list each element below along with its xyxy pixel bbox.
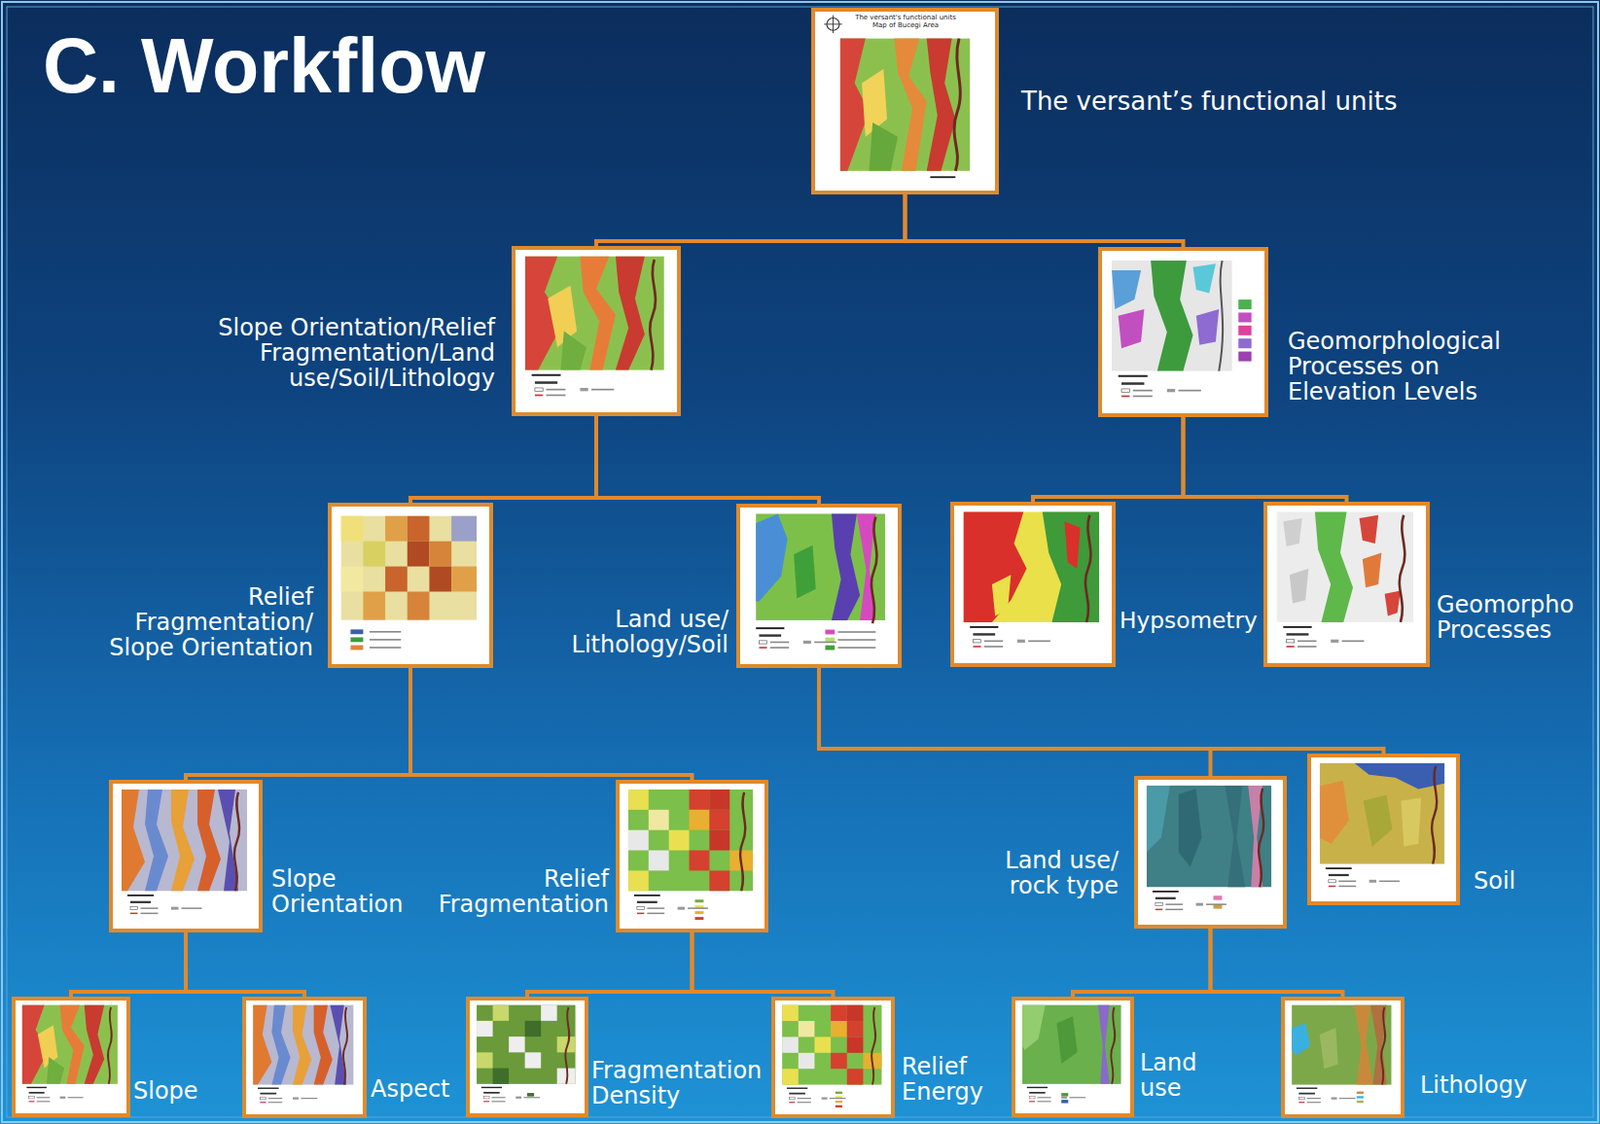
connector-line [596,416,819,504]
map-image [112,783,259,929]
node-label: Geomorpho Processes [1436,592,1585,643]
map-box: Slope Orientation [108,780,263,933]
map-image [246,1000,363,1115]
map-title: The versant's functional units Map of Bu… [848,13,963,30]
connector-line [596,194,906,247]
connector-line [185,668,411,781]
connector-line [818,668,1211,777]
node-label: Lithology [1420,1072,1537,1099]
map-box: Slope Orientation/Relief Fragmentation/L… [511,246,681,417]
map-image [15,1000,127,1114]
connector-line [1183,417,1348,502]
map-box: Land use/ Lithology/Soil [736,503,902,669]
map-box: Aspect [242,996,367,1119]
tree-connector [185,932,305,997]
connector-line [1032,417,1184,502]
diagram-title: C. Workflow [42,27,486,105]
map-box: The versant’s functional unitsThe versan… [811,7,999,195]
map-image [815,11,996,191]
map-image [1267,505,1426,664]
tree-connector [410,668,693,781]
node-label: Slope [133,1078,212,1104]
map-image [775,1000,891,1115]
tree-connector [410,416,597,503]
connector-line [1072,928,1211,997]
map-image [1311,757,1457,902]
map-box: Land use [1011,996,1135,1118]
connector-line [410,416,597,503]
map-image [954,505,1112,664]
map-image [331,506,490,665]
tree-connector [185,668,411,781]
node-label: Relief Energy [901,1054,1004,1105]
node-label: Slope Orientation/Relief Fragmentation/L… [203,315,496,392]
node-label: Relief Fragmentation [428,866,609,918]
tree-connector [818,668,1385,754]
map-image [469,1000,585,1114]
node-label: Land use/ Lithology/Soil [561,606,729,658]
map-image [740,507,898,665]
connector-line [818,668,1385,754]
node-label: Aspect [370,1076,461,1103]
connector-line [1210,928,1344,997]
map-box: Soil [1307,753,1460,906]
node-label: The versant’s functional units [1021,86,1450,116]
map-image [515,249,677,413]
tree-connector [596,194,906,247]
tree-connector [818,668,1211,777]
map-box: Lithology [1280,996,1405,1119]
map-box: Geomorphological Processes on Elevation … [1098,247,1269,418]
node-label: Land use/ rock type [994,848,1119,899]
map-box: Relief Fragmentation/ Slope Orientation [327,502,494,669]
tree-connector [1072,928,1211,997]
node-label: Land use [1139,1050,1203,1102]
connector-line [410,668,693,781]
tree-connector [692,932,834,997]
node-label: Slope Orientation [271,866,418,918]
tree-connector [1032,417,1184,502]
connector-line [185,932,305,997]
node-label: Relief Fragmentation/ Slope Orientation [101,584,314,661]
map-box: Hypsometry [950,501,1116,668]
map-box: Fragmentation Density [465,996,589,1118]
tree-connector [1210,928,1344,997]
map-box: Relief Fragmentation [615,780,769,933]
node-label: Hypsometry [1119,607,1258,634]
connector-line [905,194,1184,248]
map-box: Relief Energy [771,996,895,1119]
map-box: Land use/ rock type [1134,776,1287,929]
node-label: Soil [1473,868,1532,894]
connector-line [527,932,693,997]
frame [6,6,1594,1118]
map-image [1102,250,1265,414]
map-image [1015,1000,1131,1114]
map-image [1137,780,1283,925]
tree-connector [527,932,693,997]
tree-connector [905,194,1184,248]
map-box: Slope [11,996,131,1118]
tree-connector [596,416,819,504]
map-box: Geomorpho Processes [1263,501,1430,668]
map-image [619,783,765,929]
connector-line [692,932,834,997]
node-label: Geomorphological Processes on Elevation … [1287,328,1517,405]
node-label: Fragmentation Density [591,1058,768,1109]
map-image [1284,1000,1401,1115]
tree-connector [71,932,186,997]
tree-connector [1183,417,1348,502]
connector-line [71,932,186,997]
